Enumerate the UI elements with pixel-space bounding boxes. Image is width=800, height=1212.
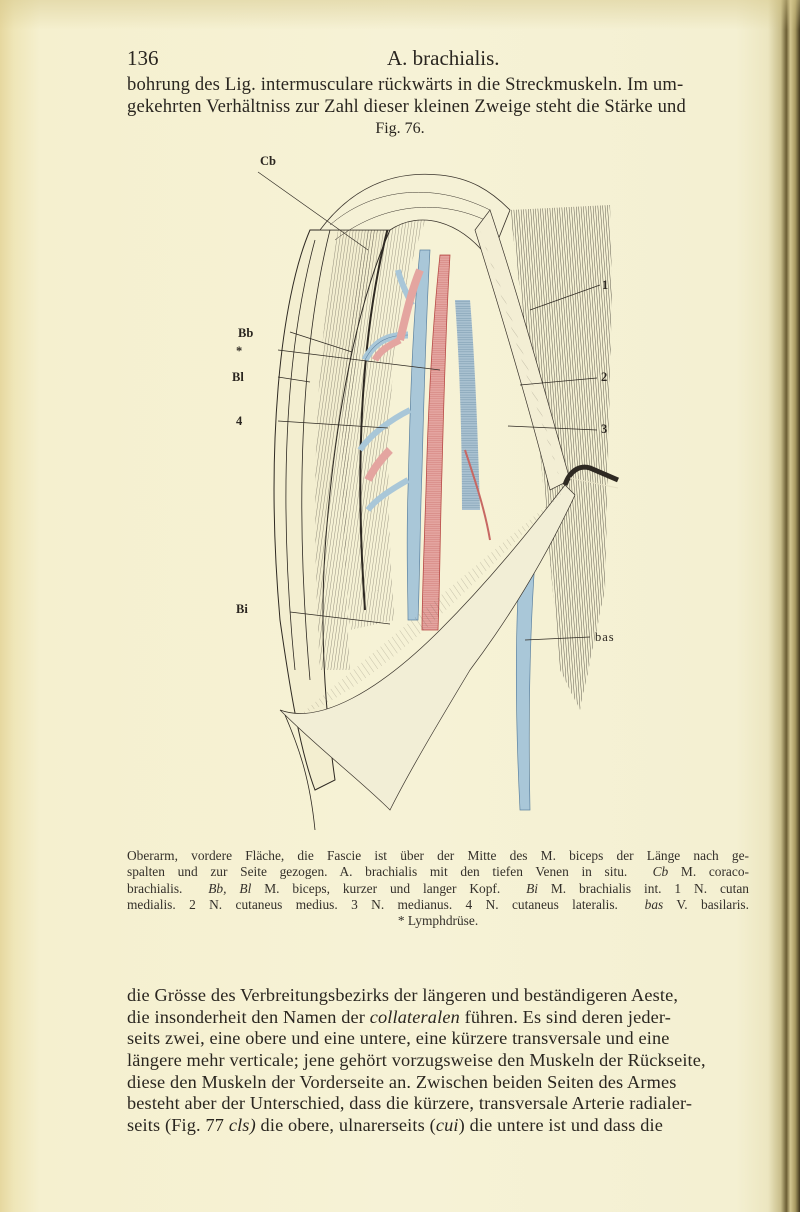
running-head: 136 A. brachialis. [127, 46, 747, 70]
label-lymph-star: * [236, 344, 243, 358]
italic-term: cui [435, 1115, 459, 1136]
text-span: die obere, ulnarerseits ( [260, 1115, 436, 1136]
label-bb: Bb [238, 326, 254, 340]
label-1: 1 [602, 278, 609, 292]
text-span: seits (Fig. 77 [127, 1115, 225, 1136]
italic-term: collateralen [369, 1006, 460, 1027]
label-2: 2 [601, 370, 608, 384]
label-cb: Cb [260, 154, 276, 168]
caption-line: brachialis. Bb, Bl M. biceps, kurzer und… [127, 881, 749, 897]
label-bas: bas [595, 630, 615, 644]
text-span: ) die untere ist und dass die [458, 1115, 664, 1136]
label-bi: Bi [236, 602, 248, 616]
caption-text: V. basilaris. [676, 896, 749, 912]
caption-text: spalten und zur Seite gezogen. A. brachi… [127, 864, 628, 880]
caption-line: medialis. 2 N. cutaneus medius. 3 N. med… [127, 897, 749, 913]
running-title: A. brachialis. [387, 46, 500, 70]
caption-text: medialis. 2 N. cutaneus medius. 3 N. med… [127, 896, 618, 912]
text-line: gekehrten Verhältniss zur Zahl dieser kl… [127, 95, 686, 117]
page-number: 136 [127, 46, 159, 70]
figure-caption: Oberarm, vordere Fläche, die Fascie ist … [127, 848, 749, 929]
text-line: seits (Fig. 77 cls) die obere, ulnarerse… [127, 1115, 749, 1137]
caption-abbr: Cb [652, 864, 669, 880]
caption-line: * Lymphdrüse. [397, 913, 479, 929]
caption-text: M. biceps, kurzer und langer Kopf. [264, 880, 501, 896]
page-shadow [0, 0, 800, 30]
text-line: diese den Muskeln der Vorderseite an. Zw… [127, 1071, 677, 1092]
label-4: 4 [236, 414, 243, 428]
caption-abbr: Bb, Bl [208, 880, 252, 896]
text-line: die insonderheit den Namen der collatera… [127, 1007, 749, 1029]
anatomical-figure: Cb Bb * Bl 4 Bi 1 2 3 bas [232, 150, 620, 830]
caption-abbr: Bi [526, 880, 538, 896]
caption-line: spalten und zur Seite gezogen. A. brachi… [127, 864, 749, 880]
arm-illustration [257, 171, 619, 830]
text-span: führen. Es sind deren jeder- [464, 1006, 671, 1027]
text-line: bohrung des Lig. intermusculare rückwärt… [127, 74, 684, 95]
caption-text: M. coraco- [680, 864, 749, 880]
body-text-top: bohrung des Lig. intermusculare rückwärt… [127, 74, 749, 117]
text-line: besteht aber der Unterschied, dass die k… [127, 1093, 693, 1114]
text-line: seits zwei, eine obere und eine untere, … [127, 1028, 670, 1049]
caption-line: Oberarm, vordere Fläche, die Fascie ist … [127, 848, 749, 863]
body-text-bottom: die Grösse des Verbreitungsbezirks der l… [127, 985, 749, 1137]
text-line: die Grösse des Verbreitungsbezirks der l… [127, 985, 679, 1005]
label-3: 3 [601, 422, 608, 436]
text-line: längere mehr verticale; jene gehört vorz… [127, 1050, 706, 1071]
text-span: die insonderheit den Namen der [127, 1006, 366, 1027]
italic-term: cls) [228, 1115, 256, 1136]
caption-text: M. brachialis int. 1 N. cutan [550, 880, 749, 896]
figure-number: Fig. 76. [375, 120, 425, 137]
caption-abbr: bas [644, 896, 664, 912]
caption-text: brachialis. [127, 880, 183, 896]
label-bl: Bl [232, 370, 244, 384]
